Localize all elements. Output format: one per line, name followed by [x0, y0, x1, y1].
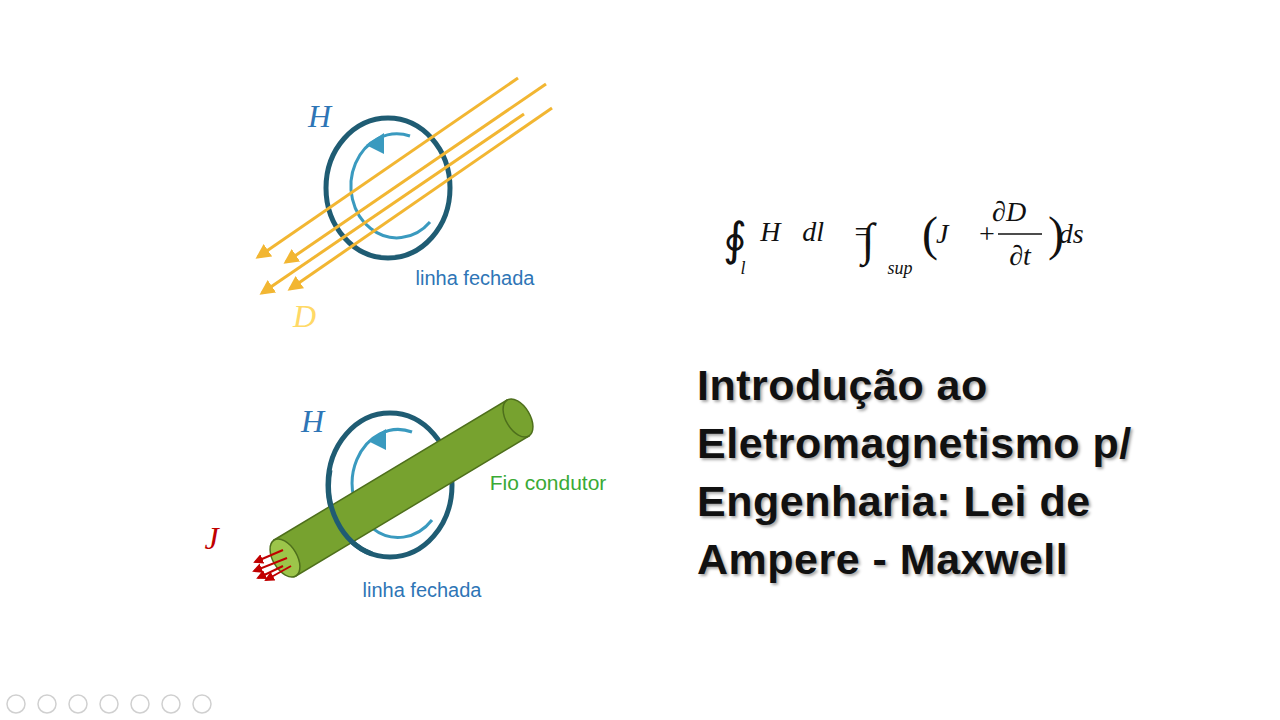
toolbar-icons — [7, 695, 211, 713]
loop-label: linha fechada — [416, 268, 535, 288]
equation-part: sup — [887, 259, 912, 277]
equation-part: J⃗ + — [936, 220, 996, 248]
d-field-lines — [258, 78, 552, 293]
equation-part: ( — [922, 210, 938, 258]
equation-part: l — [740, 259, 745, 277]
equation-part: ∂D⃗ — [992, 198, 1048, 226]
fraction-bar — [998, 233, 1042, 235]
loop-label: linha fechada — [363, 580, 482, 600]
field-symbol: H⃗ — [301, 405, 349, 437]
closed-loop-front — [329, 470, 372, 554]
field-symbol: J⃗ — [204, 522, 243, 554]
equation-part: ∮ — [723, 217, 747, 263]
slide-title: Introdução ao Eletromagnetismo p/ Engenh… — [697, 356, 1197, 588]
current-density-arrows — [254, 550, 291, 580]
equation-part: H⃗dl⃗ = — [760, 218, 871, 246]
equation-part: ∂t — [1009, 242, 1031, 270]
field-symbol: H⃗ — [308, 100, 356, 132]
wire-label: Fio condutor — [490, 472, 607, 493]
equation-part: ∫ — [862, 217, 875, 263]
equation-part: ds⃗ — [1059, 220, 1106, 248]
field-symbol: D⃗ — [293, 300, 341, 332]
